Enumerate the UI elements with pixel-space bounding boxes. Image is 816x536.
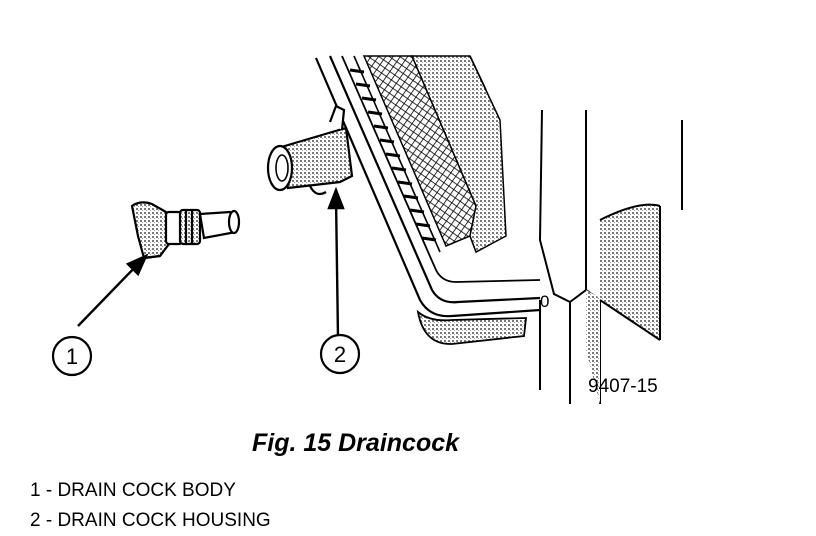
callout-1: 1 xyxy=(51,335,93,377)
figure-id: 9407-15 xyxy=(588,376,658,397)
arrowhead-1-icon xyxy=(125,253,149,277)
radiator-slots xyxy=(349,68,437,242)
parts-legend: 1 - DRAIN COCK BODY 2 - DRAIN COCK HOUSI… xyxy=(30,476,271,536)
legend-item-drain-cock-housing: 2 - DRAIN COCK HOUSING xyxy=(30,510,271,531)
figure-caption: Fig. 15 Draincock xyxy=(252,429,460,457)
side-bracket xyxy=(538,109,683,404)
radiator-core xyxy=(362,55,507,254)
leader-line-1 xyxy=(77,261,141,327)
callout-1-number: 1 xyxy=(66,344,78,369)
arrowhead-2-icon xyxy=(327,186,345,210)
draincock-illustration: 0 1 2 9407-15 xyxy=(51,55,683,404)
callout-2-number: 2 xyxy=(334,342,346,367)
housing-mark-label: 0 xyxy=(540,292,549,311)
drain-cock-housing xyxy=(266,104,354,196)
callout-2: 2 xyxy=(319,333,361,375)
leader-arrows xyxy=(77,186,345,339)
radiator-tank xyxy=(314,55,541,345)
drain-cock-body xyxy=(130,201,241,260)
leader-line-2 xyxy=(334,197,340,339)
legend-item-drain-cock-body: 1 - DRAIN COCK BODY xyxy=(30,480,236,501)
